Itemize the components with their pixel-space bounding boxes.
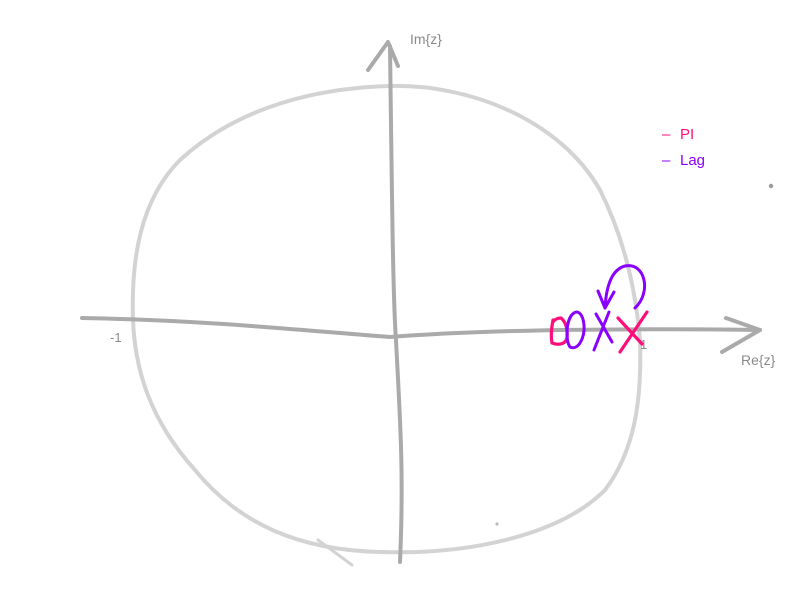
lag-zero-marker [565, 310, 586, 350]
pi-pole-marker [616, 310, 649, 354]
tick-label-pos-one: 1 [640, 337, 647, 352]
circle-tail-stroke [316, 538, 354, 567]
imag-axis-label: Im{z} [410, 31, 442, 47]
lag-pole-marker [592, 310, 614, 352]
imag-axis [388, 44, 404, 564]
unit-circle [130, 83, 643, 555]
tick-label-neg-one: -1 [110, 330, 122, 345]
stray-dot-bottom [495, 522, 499, 526]
legend-label-lag: Lag [680, 152, 705, 169]
lag-curved-arrow [603, 264, 646, 310]
legend: – PI – Lag [662, 126, 705, 169]
legend-dash-pi: – [662, 126, 671, 143]
legend-label-pi: PI [680, 126, 694, 143]
real-axis-arrowhead [720, 316, 762, 354]
lag-arrowhead [596, 289, 616, 310]
real-axis-label: Re{z} [741, 352, 776, 368]
stray-dot [768, 183, 774, 189]
imag-axis-arrowhead [366, 40, 400, 72]
real-axis [80, 316, 762, 340]
legend-dash-lag: – [662, 152, 671, 169]
